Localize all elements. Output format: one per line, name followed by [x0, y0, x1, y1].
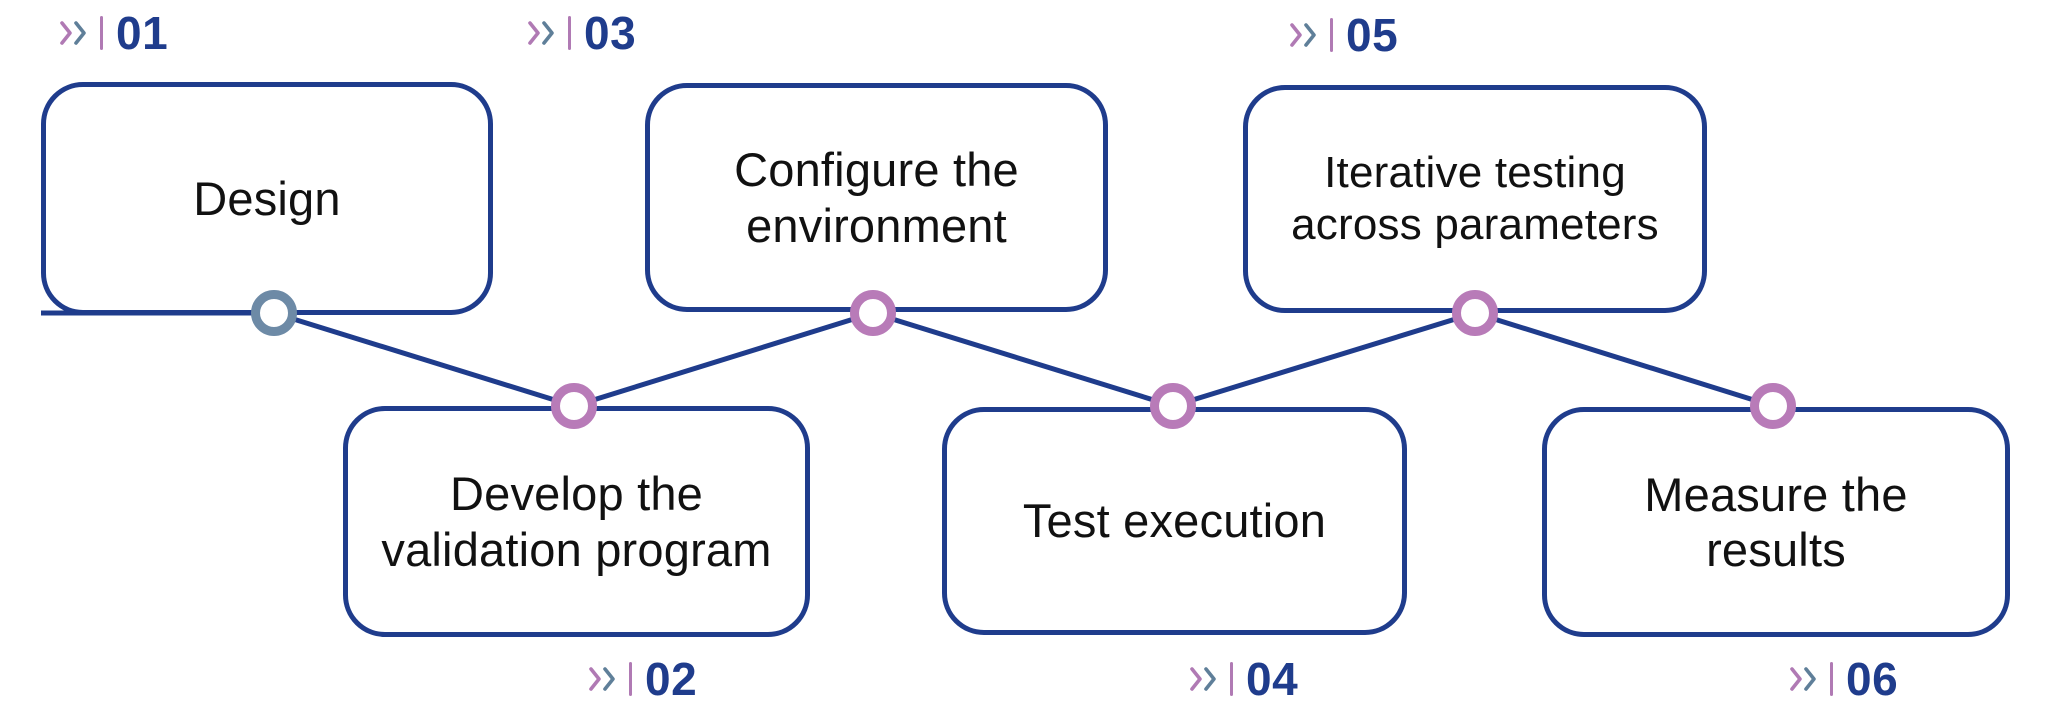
step-card-text-04: Test execution: [1022, 494, 1327, 548]
double-chevron-icon: [589, 667, 616, 691]
label-divider: [629, 662, 632, 696]
chevron-right-icon-steel: [1304, 23, 1317, 47]
label-divider: [100, 16, 103, 50]
step-label-05: 05: [1290, 12, 1398, 58]
step-card-03[interactable]: Configure the environment: [645, 83, 1108, 312]
chevron-right-icon-steel: [1204, 667, 1217, 691]
chevron-right-icon-purple: [1290, 23, 1303, 47]
step-number-04: 04: [1246, 653, 1299, 705]
step-number-05: 05: [1346, 9, 1399, 61]
label-divider: [1330, 18, 1333, 52]
step-card-text-02: Develop the validation program: [381, 467, 772, 576]
step-card-05[interactable]: Iterative testing across parameters: [1243, 85, 1707, 313]
chevron-right-icon-purple: [60, 21, 73, 45]
double-chevron-icon: [1290, 23, 1317, 47]
chevron-right-icon-purple: [528, 21, 541, 45]
chevron-right-icon-steel: [1804, 667, 1817, 691]
step-card-text-06: Measure the results: [1644, 467, 1908, 576]
step-card-02[interactable]: Develop the validation program: [343, 406, 810, 637]
step-number-06: 06: [1846, 653, 1899, 705]
connector-node-03: [850, 290, 896, 336]
chevron-right-icon-purple: [589, 667, 602, 691]
double-chevron-icon: [1790, 667, 1817, 691]
chevron-right-icon-purple: [1190, 667, 1203, 691]
label-divider: [1230, 662, 1233, 696]
step-number-02: 02: [645, 653, 698, 705]
step-label-04: 04: [1190, 656, 1298, 702]
label-divider: [1830, 662, 1833, 696]
step-card-06[interactable]: Measure the results: [1542, 407, 2010, 637]
step-card-text-01: Design: [193, 171, 341, 225]
step-card-text-05: Iterative testing across parameters: [1291, 148, 1659, 249]
connector-node-06: [1750, 383, 1796, 429]
step-number-03: 03: [584, 7, 637, 59]
step-label-01: 01: [60, 10, 168, 56]
double-chevron-icon: [528, 21, 555, 45]
step-label-06: 06: [1790, 656, 1898, 702]
chevron-right-icon-steel: [542, 21, 555, 45]
connector-node-05: [1452, 290, 1498, 336]
connector-node-02: [551, 383, 597, 429]
connector-node-01: [251, 290, 297, 336]
step-label-02: 02: [589, 656, 697, 702]
chevron-right-icon-steel: [74, 21, 87, 45]
label-divider: [568, 16, 571, 50]
chevron-right-icon-steel: [603, 667, 616, 691]
step-card-01[interactable]: Design: [41, 82, 493, 315]
chevron-right-icon-purple: [1790, 667, 1803, 691]
double-chevron-icon: [60, 21, 87, 45]
step-card-text-03: Configure the environment: [734, 143, 1019, 252]
step-number-01: 01: [116, 7, 169, 59]
double-chevron-icon: [1190, 667, 1217, 691]
connector-node-04: [1150, 383, 1196, 429]
step-card-04[interactable]: Test execution: [942, 407, 1407, 635]
step-label-03: 03: [528, 10, 636, 56]
